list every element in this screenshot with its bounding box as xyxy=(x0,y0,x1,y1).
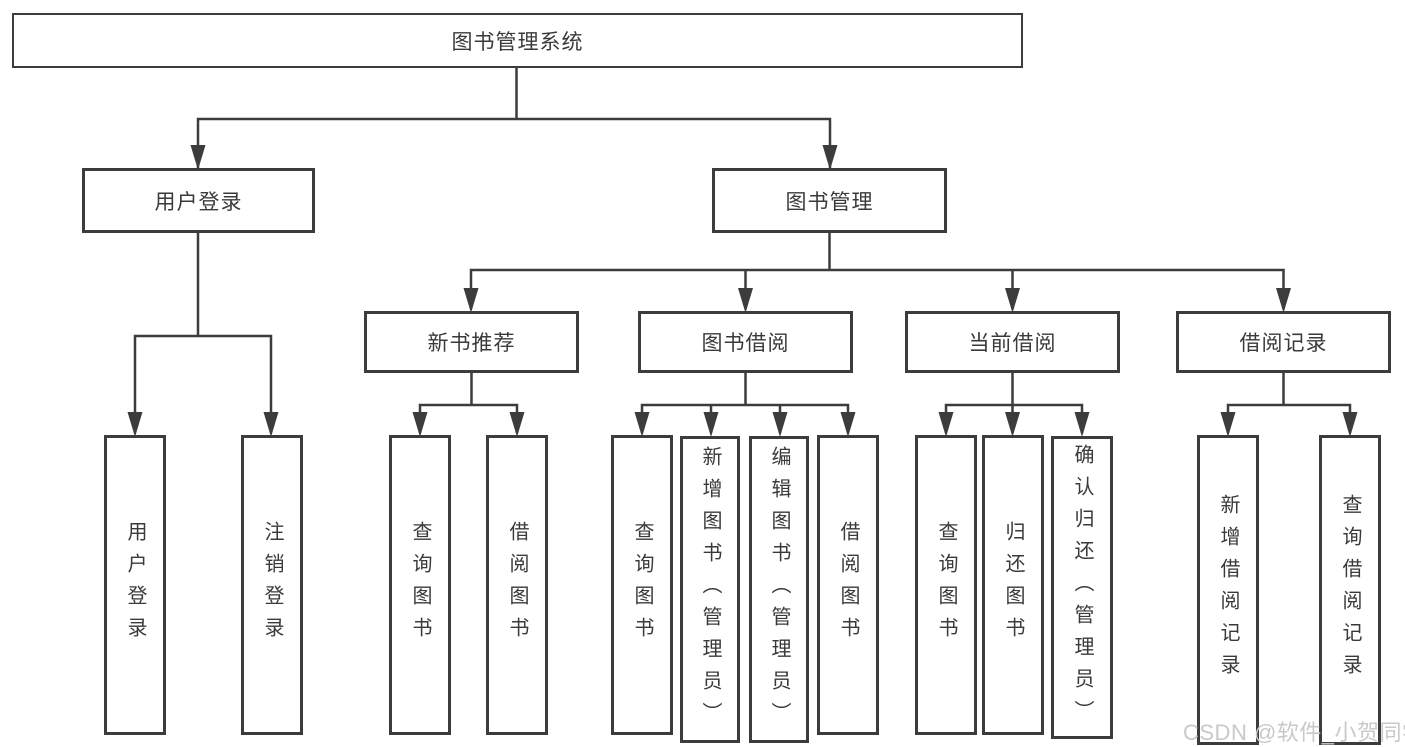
node-search-books-recommend-label: 查询图书 xyxy=(409,521,431,649)
arrowhead xyxy=(412,412,428,437)
node-logout-label: 注销登录 xyxy=(261,521,283,649)
node-search-books-borrowing: 查询图书 xyxy=(611,435,673,735)
arrowheads xyxy=(127,145,1358,437)
arrowhead xyxy=(634,412,650,437)
arrowhead xyxy=(1342,412,1358,437)
node-user-login: 用户登录 xyxy=(82,168,315,233)
arrowhead xyxy=(703,412,719,437)
arrowhead xyxy=(772,412,788,437)
arrowhead xyxy=(938,412,954,437)
node-search-borrow-record-label: 查询借阅记录 xyxy=(1339,494,1361,686)
node-book-borrowing: 图书借阅 xyxy=(638,311,853,373)
node-borrow-books-recommend-label: 借阅图书 xyxy=(506,521,528,649)
node-return-books-label: 归还图书 xyxy=(1002,521,1024,649)
node-borrow-books-recommend: 借阅图书 xyxy=(486,435,548,735)
node-book-management-label: 图书管理 xyxy=(785,190,874,214)
arrowhead xyxy=(509,412,525,437)
connector-book-mgmt-to-level3 xyxy=(469,233,1285,309)
node-logout: 注销登录 xyxy=(241,435,303,735)
arrowhead xyxy=(263,412,279,437)
node-search-borrow-record: 查询借阅记录 xyxy=(1319,435,1381,745)
node-user-login-label: 用户登录 xyxy=(154,190,243,214)
watermark-text: CSDN @软件_小贺同学 xyxy=(1183,720,1405,745)
node-borrowing-records: 借阅记录 xyxy=(1176,311,1391,373)
connector-user-login-children xyxy=(133,233,273,433)
arrowhead xyxy=(463,288,479,313)
node-add-books-admin: 新增图书（管理员） xyxy=(680,436,740,743)
node-confirm-return-admin: 确认归还（管理员） xyxy=(1051,436,1113,739)
node-book-borrowing-label: 图书借阅 xyxy=(701,332,790,355)
connector-book-borrow-children xyxy=(640,373,850,433)
arrowhead xyxy=(1074,412,1090,437)
node-borrowing-records-label: 借阅记录 xyxy=(1239,332,1328,355)
node-edit-books-admin: 编辑图书（管理员） xyxy=(749,436,809,743)
arrowhead xyxy=(1220,412,1236,437)
node-add-borrow-record-label: 新增借阅记录 xyxy=(1217,494,1239,686)
arrowhead xyxy=(127,412,143,437)
node-edit-books-admin-label: 编辑图书（管理员） xyxy=(768,445,790,734)
arrowhead xyxy=(822,145,838,170)
connector-root-to-level2 xyxy=(196,68,832,168)
node-root-label: 图书管理系统 xyxy=(451,30,584,54)
node-user-login-leaf-label: 用户登录 xyxy=(124,521,146,649)
arrowhead xyxy=(1005,288,1020,313)
node-root: 图书管理系统 xyxy=(12,13,1023,68)
node-borrow-books-borrowing-label: 借阅图书 xyxy=(837,521,859,649)
arrowhead xyxy=(1005,412,1020,437)
arrowhead xyxy=(840,412,856,437)
node-new-book-recommendation-label: 新书推荐 xyxy=(427,332,516,355)
node-add-books-admin-label: 新增图书（管理员） xyxy=(699,445,721,734)
node-return-books: 归还图书 xyxy=(982,435,1044,735)
node-borrow-books-borrowing: 借阅图书 xyxy=(817,435,879,735)
arrowhead xyxy=(1276,288,1291,313)
node-search-books-current: 查询图书 xyxy=(915,435,977,735)
connector-borrow-record-children xyxy=(1226,373,1352,433)
node-search-books-current-label: 查询图书 xyxy=(935,521,957,649)
node-user-login-leaf: 用户登录 xyxy=(104,435,166,735)
node-search-books-borrowing-label: 查询图书 xyxy=(631,521,653,649)
arrowhead xyxy=(190,145,206,170)
arrowhead xyxy=(738,288,753,313)
node-new-book-recommendation: 新书推荐 xyxy=(364,311,579,373)
node-current-borrowing-label: 当前借阅 xyxy=(968,332,1057,355)
node-add-borrow-record: 新增借阅记录 xyxy=(1197,435,1259,745)
node-current-borrowing: 当前借阅 xyxy=(905,311,1120,373)
node-search-books-recommend: 查询图书 xyxy=(389,435,451,735)
node-confirm-return-admin-label: 确认归还（管理员） xyxy=(1071,443,1093,732)
connector-new-book-children xyxy=(418,373,519,433)
node-book-management: 图书管理 xyxy=(712,168,947,233)
